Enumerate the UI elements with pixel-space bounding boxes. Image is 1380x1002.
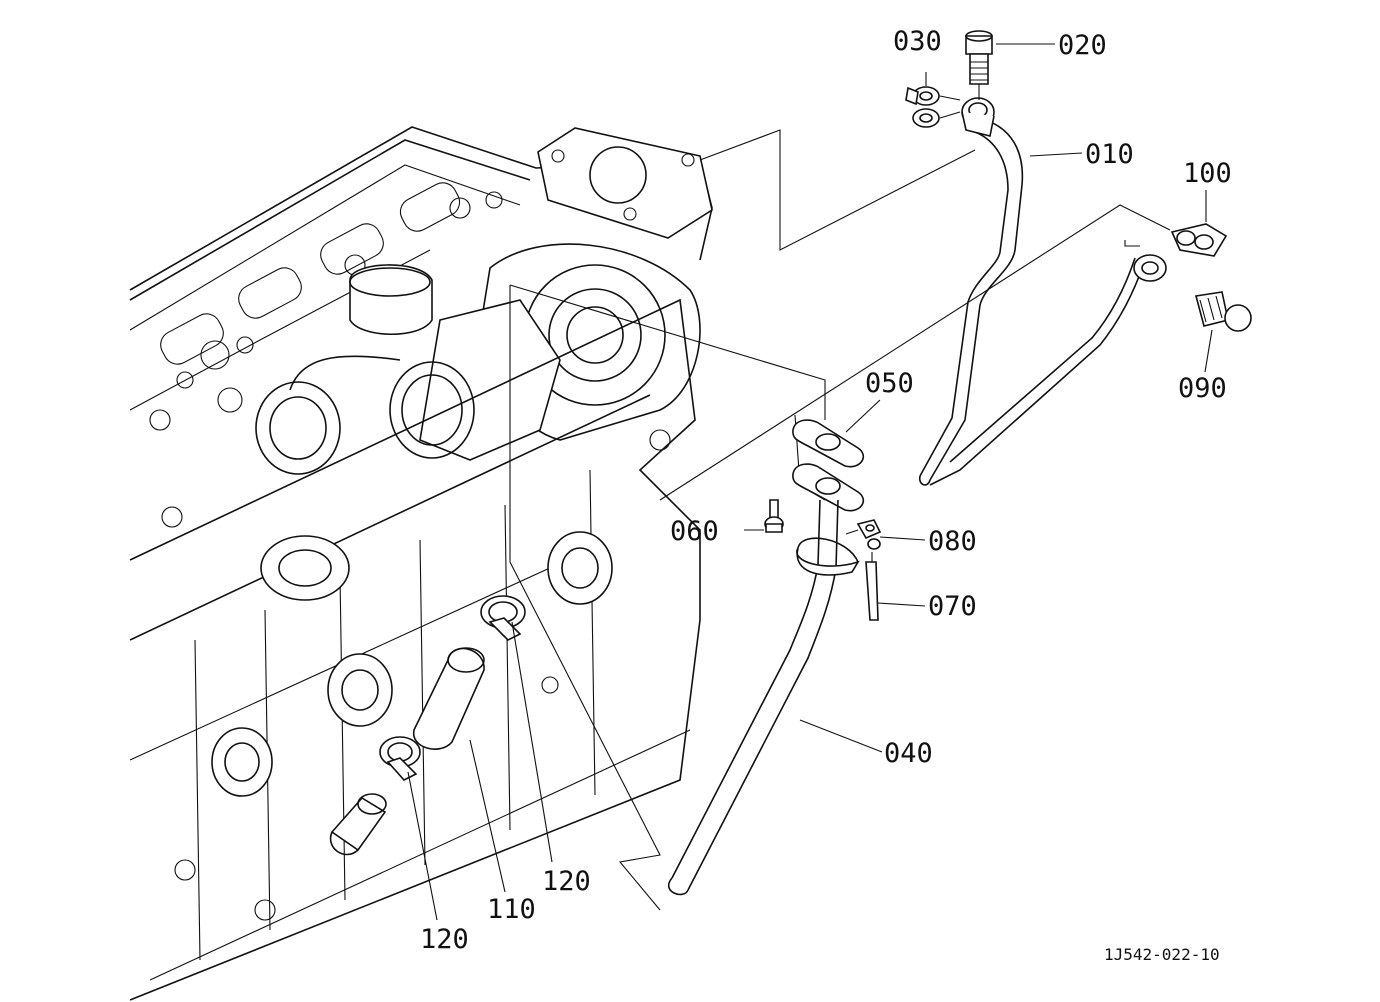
label-030: 030	[893, 26, 942, 57]
label-090: 090	[1178, 373, 1227, 404]
part-050-gaskets	[792, 419, 864, 512]
part-110-hose	[413, 647, 485, 750]
label-020: 020	[1058, 30, 1107, 61]
section-frames	[509, 129, 1171, 911]
leader-lines	[407, 43, 1213, 921]
label-100: 100	[1183, 158, 1232, 189]
label-050: 050	[865, 368, 914, 399]
label-070: 070	[928, 591, 977, 622]
label-120-lower: 120	[420, 924, 469, 955]
engine-block	[129, 126, 713, 1001]
label-110: 110	[487, 894, 536, 925]
label-010: 010	[1085, 139, 1134, 170]
part-100-washer-bracket	[1170, 223, 1228, 257]
part-030-washers	[905, 86, 961, 128]
part-020-banjo-bolt	[965, 30, 993, 100]
part-010-oil-pipe	[918, 97, 1024, 486]
part-return-pipe	[929, 254, 1167, 486]
label-060: 060	[670, 516, 719, 547]
label-120-upper: 120	[542, 866, 591, 897]
part-060-bolt	[764, 499, 784, 533]
label-080: 080	[928, 526, 977, 557]
part-120-clamp-lower	[379, 736, 421, 781]
diagram-code: 1J542-022-10	[1104, 945, 1220, 964]
part-labels: 020 030 010 100 090 050 060 080 070 040 …	[420, 26, 1232, 964]
part-120-clamp-upper	[480, 595, 526, 641]
part-040-return-pipe	[668, 499, 860, 896]
part-080-clip	[845, 519, 882, 550]
label-040: 040	[884, 738, 933, 769]
part-070-pin	[865, 552, 879, 621]
part-090-bolt	[1194, 291, 1252, 332]
